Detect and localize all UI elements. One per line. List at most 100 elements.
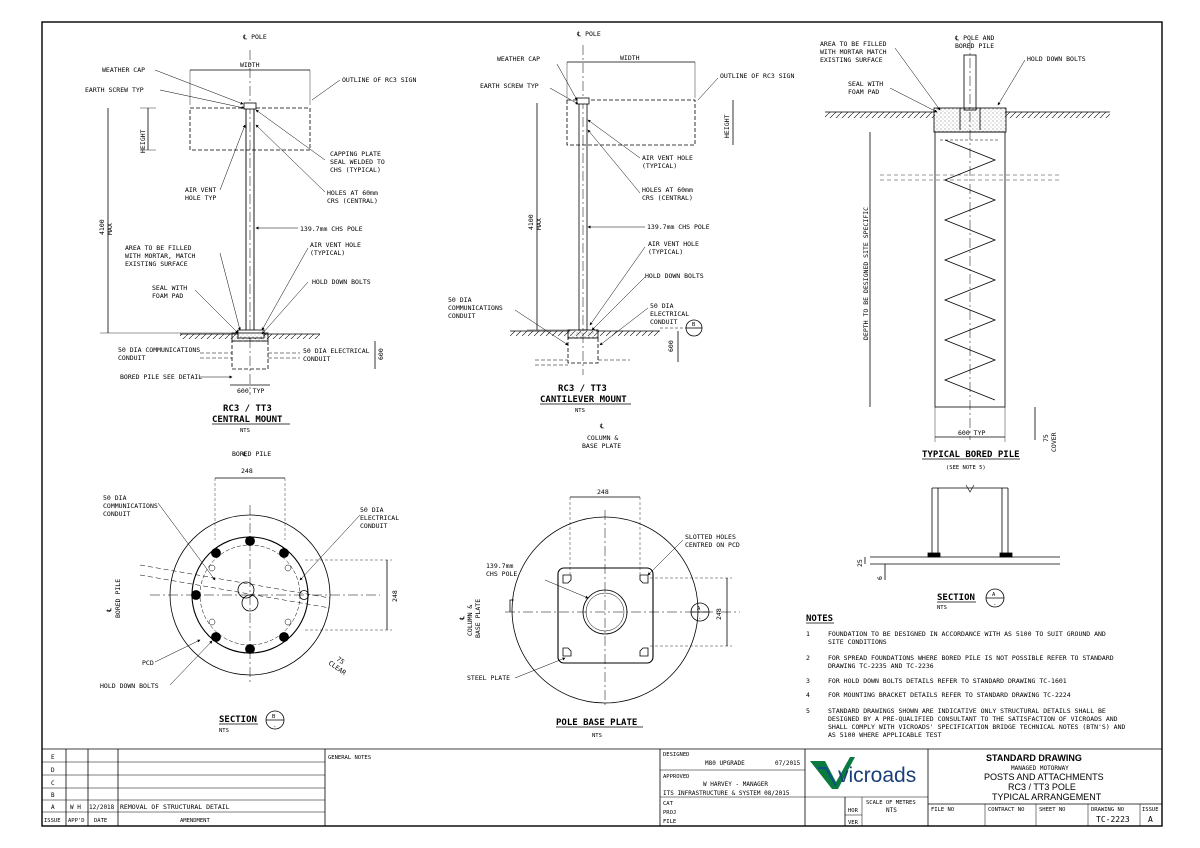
sec-b-comm-2: COMMUNICATIONS — [103, 502, 158, 510]
cantilever-mount-labels: ℄ POLE WIDTH WEATHER CAP EARTH SCREW TYP… — [448, 30, 794, 414]
sec-b-clear-1: 75 — [335, 655, 346, 666]
cant-elec-1: 50 DIA — [650, 302, 674, 310]
tb-issue-val: A — [1148, 815, 1153, 824]
section-b-labels: ℄ BORED PILE ℄ BORED PILE 248 50 DIA COM… — [100, 450, 399, 734]
sec-b-nts: NTS — [219, 728, 229, 734]
pile-area-2: WITH MORTAR MATCH — [820, 48, 887, 56]
pole-base-plate — [505, 496, 740, 705]
tb-designed-date: 07/2015 — [775, 760, 801, 767]
cant-hdb: HOLD DOWN BOLTS — [645, 272, 704, 280]
rev-a-appd: W H — [70, 804, 81, 811]
cant-max-1: 4100 — [527, 214, 535, 230]
tb-approved: APPROVED — [663, 774, 690, 780]
sec-b-elec-3: CONDUIT — [360, 522, 387, 530]
tb-posts: POSTS AND ATTACHMENTS — [984, 772, 1104, 782]
bp-slot-2: CENTRED ON PCD — [685, 541, 740, 549]
central-comm-1: 50 DIA COMMUNICATIONS — [118, 346, 200, 354]
rev-d: D — [51, 767, 55, 774]
tb-ver: VER — [848, 820, 859, 826]
central-bored: BORED PILE SEE DETAIL — [120, 373, 202, 381]
note-1-num: 1 — [806, 630, 810, 638]
sec-b-comm-3: CONDUIT — [103, 510, 130, 518]
bp-d248v: 248 — [715, 608, 723, 620]
bp-cl-2: COLUMN & — [587, 434, 618, 442]
cant-elec-2: ELECTRICAL — [650, 310, 689, 318]
sec-b-hdb: HOLD DOWN BOLTS — [100, 682, 159, 690]
note-3-num: 3 — [806, 677, 810, 685]
tb-hor: HOR — [848, 808, 859, 814]
hdr-amend: AMENDMENT — [180, 818, 210, 824]
central-chs: 139.7mm CHS POLE — [300, 225, 363, 233]
central-cl-pole: ℄ POLE — [242, 33, 267, 41]
base-plate-labels: ℄ COLUMN & BASE PLATE 248 SLOTTED HOLES … — [458, 422, 740, 739]
pile-seal-2: FOAM PAD — [848, 88, 879, 96]
pile-cover-1: 75 — [1042, 434, 1050, 442]
note-3-l1: FOR HOLD DOWN BOLTS DETAILS REFER TO STA… — [828, 677, 1067, 685]
note-5-l3: SHALL COMPLY WITH VICROADS' SPECIFICATIO… — [828, 723, 1125, 731]
bored-pile-labels: AREA TO BE FILLED WITH MORTAR MATCH EXIS… — [820, 34, 1086, 471]
hdr-issue: ISSUE — [44, 818, 61, 824]
tb-contract-no: CONTRACT NO — [988, 807, 1024, 813]
cant-earth-screw: EARTH SCREW TYP — [480, 82, 539, 90]
notes-block: NOTES 1 FOUNDATION TO BE DESIGNED IN ACC… — [806, 614, 1125, 739]
sec-a-d6: 6 — [876, 576, 884, 580]
tb-typical: TYPICAL ARRANGEMENT — [992, 792, 1102, 802]
sheet-border — [41, 21, 1163, 827]
pile-cover-2: COVER — [1050, 432, 1058, 452]
tb-sheet-no: SHEET NO — [1039, 807, 1066, 813]
central-nts: NTS — [240, 428, 250, 434]
central-holes-1: HOLES AT 60mm — [327, 189, 378, 197]
rev-a: A — [51, 804, 55, 811]
tb-std: STANDARD DRAWING — [986, 753, 1082, 763]
sec-a-d25: 25 — [856, 559, 864, 567]
central-capping-2: SEAL WELDED TO — [330, 158, 385, 166]
bp-chs-1: 139.7mm — [486, 562, 513, 570]
sec-b-elec-2: ELECTRICAL — [360, 514, 399, 522]
cant-cl-pole: ℄ POLE — [576, 30, 601, 38]
cant-comm-2: COMMUNICATIONS — [448, 304, 503, 312]
title-block-labels: E D C B A W H 12/2018 REMOVAL OF STRUCTU… — [44, 752, 1159, 826]
note-2-l2: DRAWING TC-2235 AND TC-2236 — [828, 662, 934, 670]
central-hdb: HOLD DOWN BOLTS — [312, 278, 371, 286]
sec-a-mark: A — [992, 592, 996, 598]
tb-drawing-no: DRAWING NO — [1091, 807, 1124, 813]
bp-steel: STEEL PLATE — [467, 674, 510, 682]
vicroads-logo-icon — [810, 757, 855, 789]
tb-designed-val: M80 UPGRADE — [705, 760, 745, 767]
central-capping-1: CAPPING PLATE — [330, 150, 381, 158]
note-4-num: 4 — [806, 691, 810, 699]
sec-b-pcd: PCD — [142, 659, 154, 667]
bp-d248: 248 — [597, 488, 609, 496]
bp-side-2: COLUMN & — [466, 605, 474, 636]
sec-a-nts: NTS — [937, 605, 947, 611]
central-width: WIDTH — [240, 61, 260, 69]
pile-depth: DEPTH TO BE DESIGNED SITE SPECIFIC — [862, 207, 870, 340]
general-notes: GENERAL NOTES — [328, 755, 371, 761]
bp-mark: A — [697, 606, 701, 612]
central-area-2: WITH MORTAR, MATCH — [125, 252, 196, 260]
sec-b-cl-top: ℄ — [242, 450, 248, 458]
tb-scale: SCALE OF METRES — [866, 800, 916, 806]
central-height: HEIGHT — [139, 129, 147, 153]
note-5-num: 5 — [806, 707, 810, 715]
pile-pole-2: BORED PILE — [955, 42, 994, 50]
rev-a-date: 12/2018 — [89, 804, 115, 811]
cant-outline: OUTLINE OF RC3 SIGN — [720, 72, 794, 80]
note-2-num: 2 — [806, 654, 810, 662]
cant-width: WIDTH — [620, 54, 640, 62]
sec-b-elec-1: 50 DIA — [360, 506, 384, 514]
cant-chs: 139.7mm CHS POLE — [647, 223, 710, 231]
central-area-1: AREA TO BE FILLED — [125, 244, 192, 252]
tb-file-no: FILE NO — [931, 807, 954, 813]
cant-title-1: RC3 / TT3 — [558, 384, 607, 394]
central-mount-labels: ℄ POLE WIDTH WEATHER CAP EARTH SCREW TYP… — [85, 33, 416, 434]
central-airvent-typ-1: AIR VENT HOLE — [310, 241, 361, 249]
pile-area-3: EXISTING SURFACE — [820, 56, 883, 64]
rev-c: C — [51, 780, 55, 787]
section-a-labels: 25 6 SECTION A - NTS — [856, 559, 996, 611]
tb-file: FILE — [663, 819, 676, 825]
pile-title: TYPICAL BORED PILE — [922, 450, 1020, 460]
tb-proj: PROJ — [663, 810, 676, 816]
cant-nts: NTS — [575, 408, 585, 414]
cant-comm-1: 50 DIA — [448, 296, 472, 304]
